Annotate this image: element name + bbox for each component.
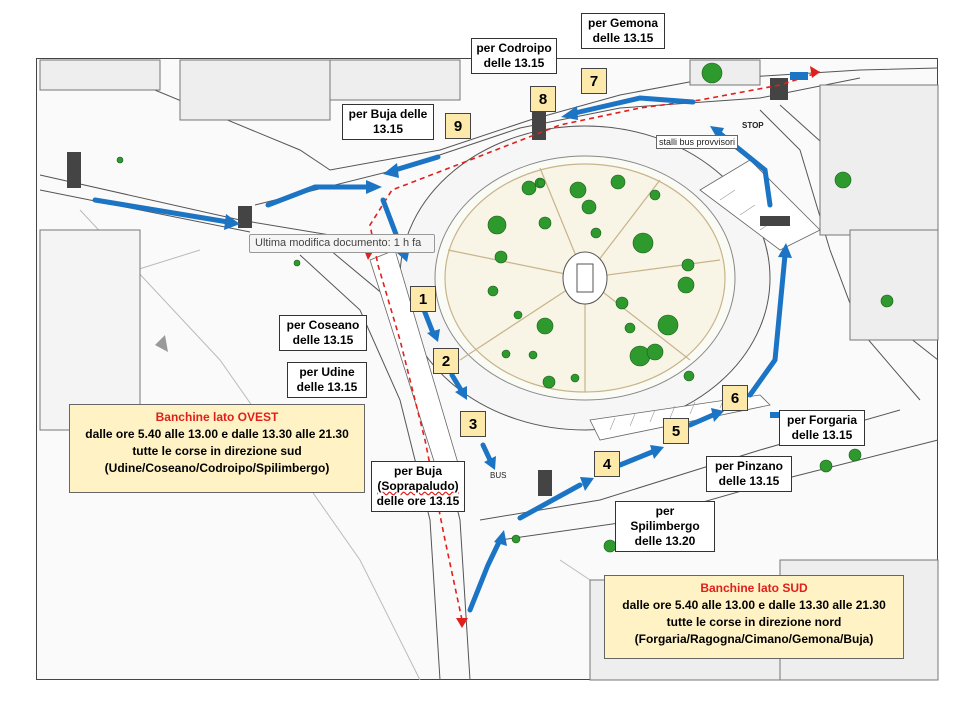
stop-number-7: 7 — [581, 68, 607, 94]
stop-number-8: 8 — [530, 86, 556, 112]
stop-number-2: 2 — [433, 348, 459, 374]
stop-marking: STOP — [742, 121, 764, 130]
stop-number-4: 4 — [594, 451, 620, 477]
stop-number-5: 5 — [663, 418, 689, 444]
road-south-west — [299, 254, 441, 681]
label-buja-soprapaludo: per Buja(Soprapaludo)delle ore 13.15 — [371, 461, 465, 512]
stalli-bus-label: stalli bus provvisori — [656, 135, 739, 149]
info-banchine-sud: Banchine lato SUD dalle ore 5.40 alle 13… — [604, 575, 904, 659]
central-monument — [562, 251, 608, 305]
trees — [116, 62, 894, 553]
stop-number-3: 3 — [460, 411, 486, 437]
stop-number-9: 9 — [445, 113, 471, 139]
blue-route-arrows — [92, 95, 788, 613]
last-modified-tooltip: Ultima modifica documento: 1 h fa — [249, 234, 435, 253]
bus-marking: BUS — [490, 471, 507, 480]
info-banchine-ovest: Banchine lato OVEST dalle ore 5.40 alle … — [69, 404, 365, 493]
bay-east — [699, 159, 821, 251]
street-west-edge — [39, 174, 331, 236]
stop-number-1: 1 — [410, 286, 436, 312]
stop-number-6: 6 — [722, 385, 748, 411]
red-dashed-route — [369, 71, 821, 621]
